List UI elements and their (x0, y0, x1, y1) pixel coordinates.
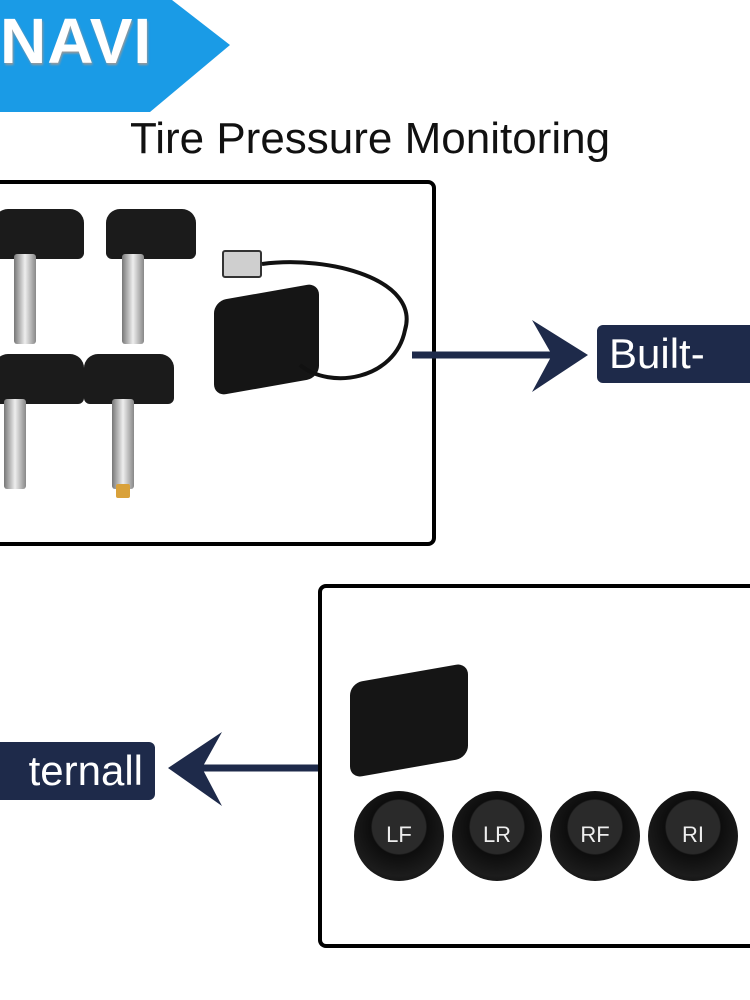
internal-sensor-kit-image (0, 180, 436, 546)
external-sensor-kit-image: LF LR RF RI (318, 584, 750, 948)
internal-sensor (84, 354, 174, 404)
brand-banner: NAVI (0, 0, 230, 112)
page-title: Tire Pressure Monitoring (129, 114, 611, 163)
valve-tip (116, 484, 130, 498)
receiver (350, 662, 468, 779)
cap-sensor: RI (648, 791, 738, 881)
valve-stem (4, 399, 26, 489)
external-label: ternall (0, 742, 155, 800)
cap-sensor: LR (452, 791, 542, 881)
internal-sensor (0, 354, 84, 404)
built-in-label: Built- (597, 325, 750, 383)
cap-sensor: RF (550, 791, 640, 881)
cap-sensor: LF (354, 791, 444, 881)
valve-stem (14, 254, 36, 344)
internal-sensor (106, 209, 196, 259)
usb-plug (222, 250, 262, 278)
valve-stem (112, 399, 134, 489)
internal-sensor (0, 209, 84, 259)
valve-stem (122, 254, 144, 344)
brand-logo: NAVI (0, 5, 153, 77)
